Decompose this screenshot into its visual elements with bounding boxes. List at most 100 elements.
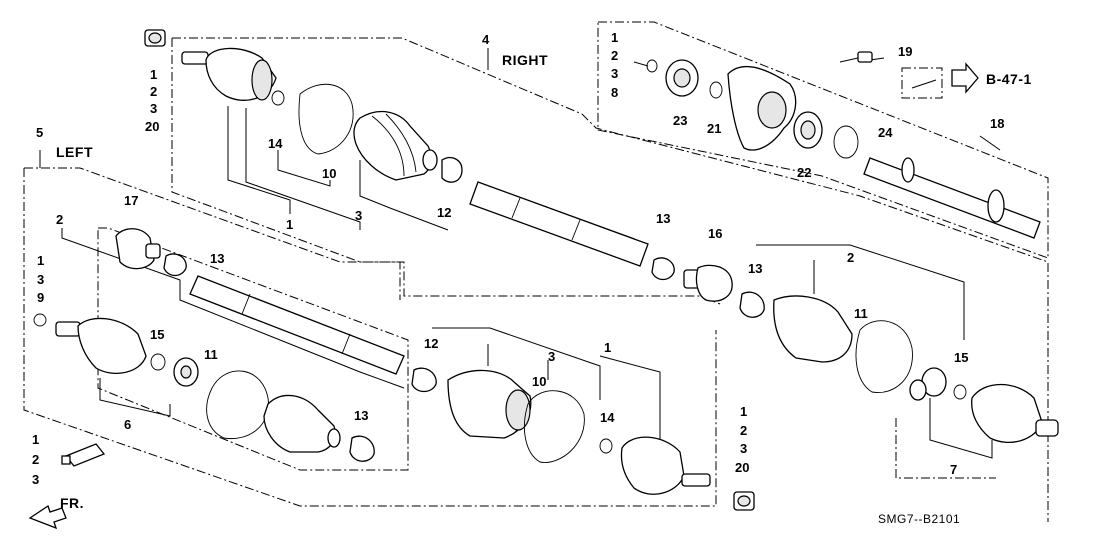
- callout: 1: [286, 217, 293, 232]
- callout: 9: [37, 290, 44, 305]
- callout: 8: [611, 85, 618, 100]
- front-direction-arrow: [28, 504, 67, 530]
- callout: 14: [600, 410, 615, 425]
- clamp-13-right: [651, 257, 675, 281]
- circlip-14-lower: [599, 438, 613, 454]
- callout: 2: [611, 48, 618, 63]
- left-dynamic-damper-17: [115, 228, 161, 270]
- callout: 14: [268, 136, 283, 151]
- callout: 17: [124, 193, 138, 208]
- clamp-13-right-lower: [739, 291, 765, 318]
- intermediate-shaft-outline: [597, 21, 1049, 259]
- callout: 3: [150, 101, 157, 116]
- flange-nut-top: [144, 29, 166, 47]
- callout: 1: [37, 253, 44, 268]
- right-shaft-outline-lower: [171, 38, 721, 305]
- right-side-label: RIGHT: [502, 52, 548, 68]
- labels: RIGHT LEFT B-47-1 FR. SMG7--B2101 1 2 3 …: [32, 30, 1032, 526]
- callout: 20: [735, 460, 749, 475]
- callout: 2: [740, 423, 747, 438]
- flange-nut-bottom: [733, 491, 755, 511]
- bearing-23: [665, 59, 699, 97]
- right-inner-boot: [773, 295, 853, 363]
- left-inner-outline: [97, 227, 409, 471]
- left-boot-band-11: [206, 370, 269, 440]
- right-inner-cv-housing: [971, 384, 1059, 443]
- callout: 15: [150, 327, 164, 342]
- callout: 3: [548, 349, 555, 364]
- callout: 11: [204, 347, 218, 362]
- callout: 1: [740, 404, 747, 419]
- callout: 13: [656, 211, 670, 226]
- callout: 16: [708, 226, 722, 241]
- callout: 6: [124, 417, 131, 432]
- callout: 5: [36, 125, 43, 140]
- callout: 3: [740, 441, 747, 456]
- right-half-shaft: [469, 181, 649, 267]
- callout: 1: [611, 30, 618, 45]
- callout: 15: [954, 350, 968, 365]
- callout: 2: [847, 250, 854, 265]
- left-inner-cv-housing: [55, 317, 147, 374]
- callout: 4: [482, 32, 490, 47]
- circlip-15-left: [150, 353, 166, 371]
- callout: 3: [32, 472, 39, 487]
- callout: 13: [748, 261, 762, 276]
- reference-box: [901, 67, 943, 99]
- callout: 1: [32, 432, 39, 447]
- callout: 13: [354, 408, 368, 423]
- callout: 2: [150, 84, 157, 99]
- callout: 11: [854, 306, 868, 321]
- callout: 12: [437, 205, 451, 220]
- front-direction-label: FR.: [60, 495, 84, 511]
- callout: 1: [150, 67, 157, 82]
- circlip-15-right: [953, 384, 967, 400]
- bearing-22: [793, 111, 823, 149]
- callout: 22: [797, 165, 811, 180]
- callout: 20: [145, 119, 159, 134]
- left-shaft-outline-lower: [23, 168, 717, 507]
- lower-boot-band-10: [523, 390, 585, 463]
- tripod-housing-16: [683, 264, 733, 302]
- snap-ring-left: [646, 59, 658, 73]
- reference-code: B-47-1: [986, 71, 1032, 87]
- right-outer-boot: [353, 110, 438, 181]
- bolt-19: [839, 51, 873, 63]
- circlip-24: [833, 125, 859, 159]
- lower-outer-cv-joint: [620, 436, 711, 495]
- right-outer-cv-joint: [181, 47, 277, 101]
- right-boot-band-11: [855, 320, 913, 393]
- left-half-shaft: [189, 275, 405, 375]
- callout: 19: [898, 44, 912, 59]
- group-outlines: [23, 21, 1049, 522]
- clamp-12-lower: [411, 367, 437, 393]
- parts: [28, 29, 1059, 530]
- callout: 21: [707, 121, 721, 136]
- callout: 2: [32, 452, 39, 467]
- clamp-13-left-bottom: [349, 435, 375, 462]
- callout: 7: [950, 462, 957, 477]
- callout: 1: [604, 340, 611, 355]
- callout: 23: [673, 113, 687, 128]
- intermediate-shaft-18: [863, 157, 1041, 239]
- callout: 10: [322, 166, 336, 181]
- lower-outer-boot: [447, 369, 532, 439]
- callout: 12: [424, 336, 438, 351]
- diagram-code: SMG7--B2101: [878, 512, 960, 526]
- circlip-21: [709, 81, 723, 99]
- left-inner-boot: [263, 394, 341, 453]
- callout: 13: [210, 251, 224, 266]
- right-lower-outline: [895, 418, 996, 479]
- right-shaft-outline: [172, 37, 1049, 522]
- callout: 18: [990, 116, 1004, 131]
- right-boot-band: [298, 83, 354, 155]
- left-shaft-outline: [24, 167, 401, 300]
- right-tripod-joint: [909, 367, 947, 401]
- callout: 2: [56, 212, 63, 227]
- callout: 3: [611, 66, 618, 81]
- callout: 3: [355, 208, 362, 223]
- reference-arrow: [951, 62, 979, 94]
- snap-ring-9: [33, 313, 47, 327]
- band-clamp-12: [441, 156, 463, 183]
